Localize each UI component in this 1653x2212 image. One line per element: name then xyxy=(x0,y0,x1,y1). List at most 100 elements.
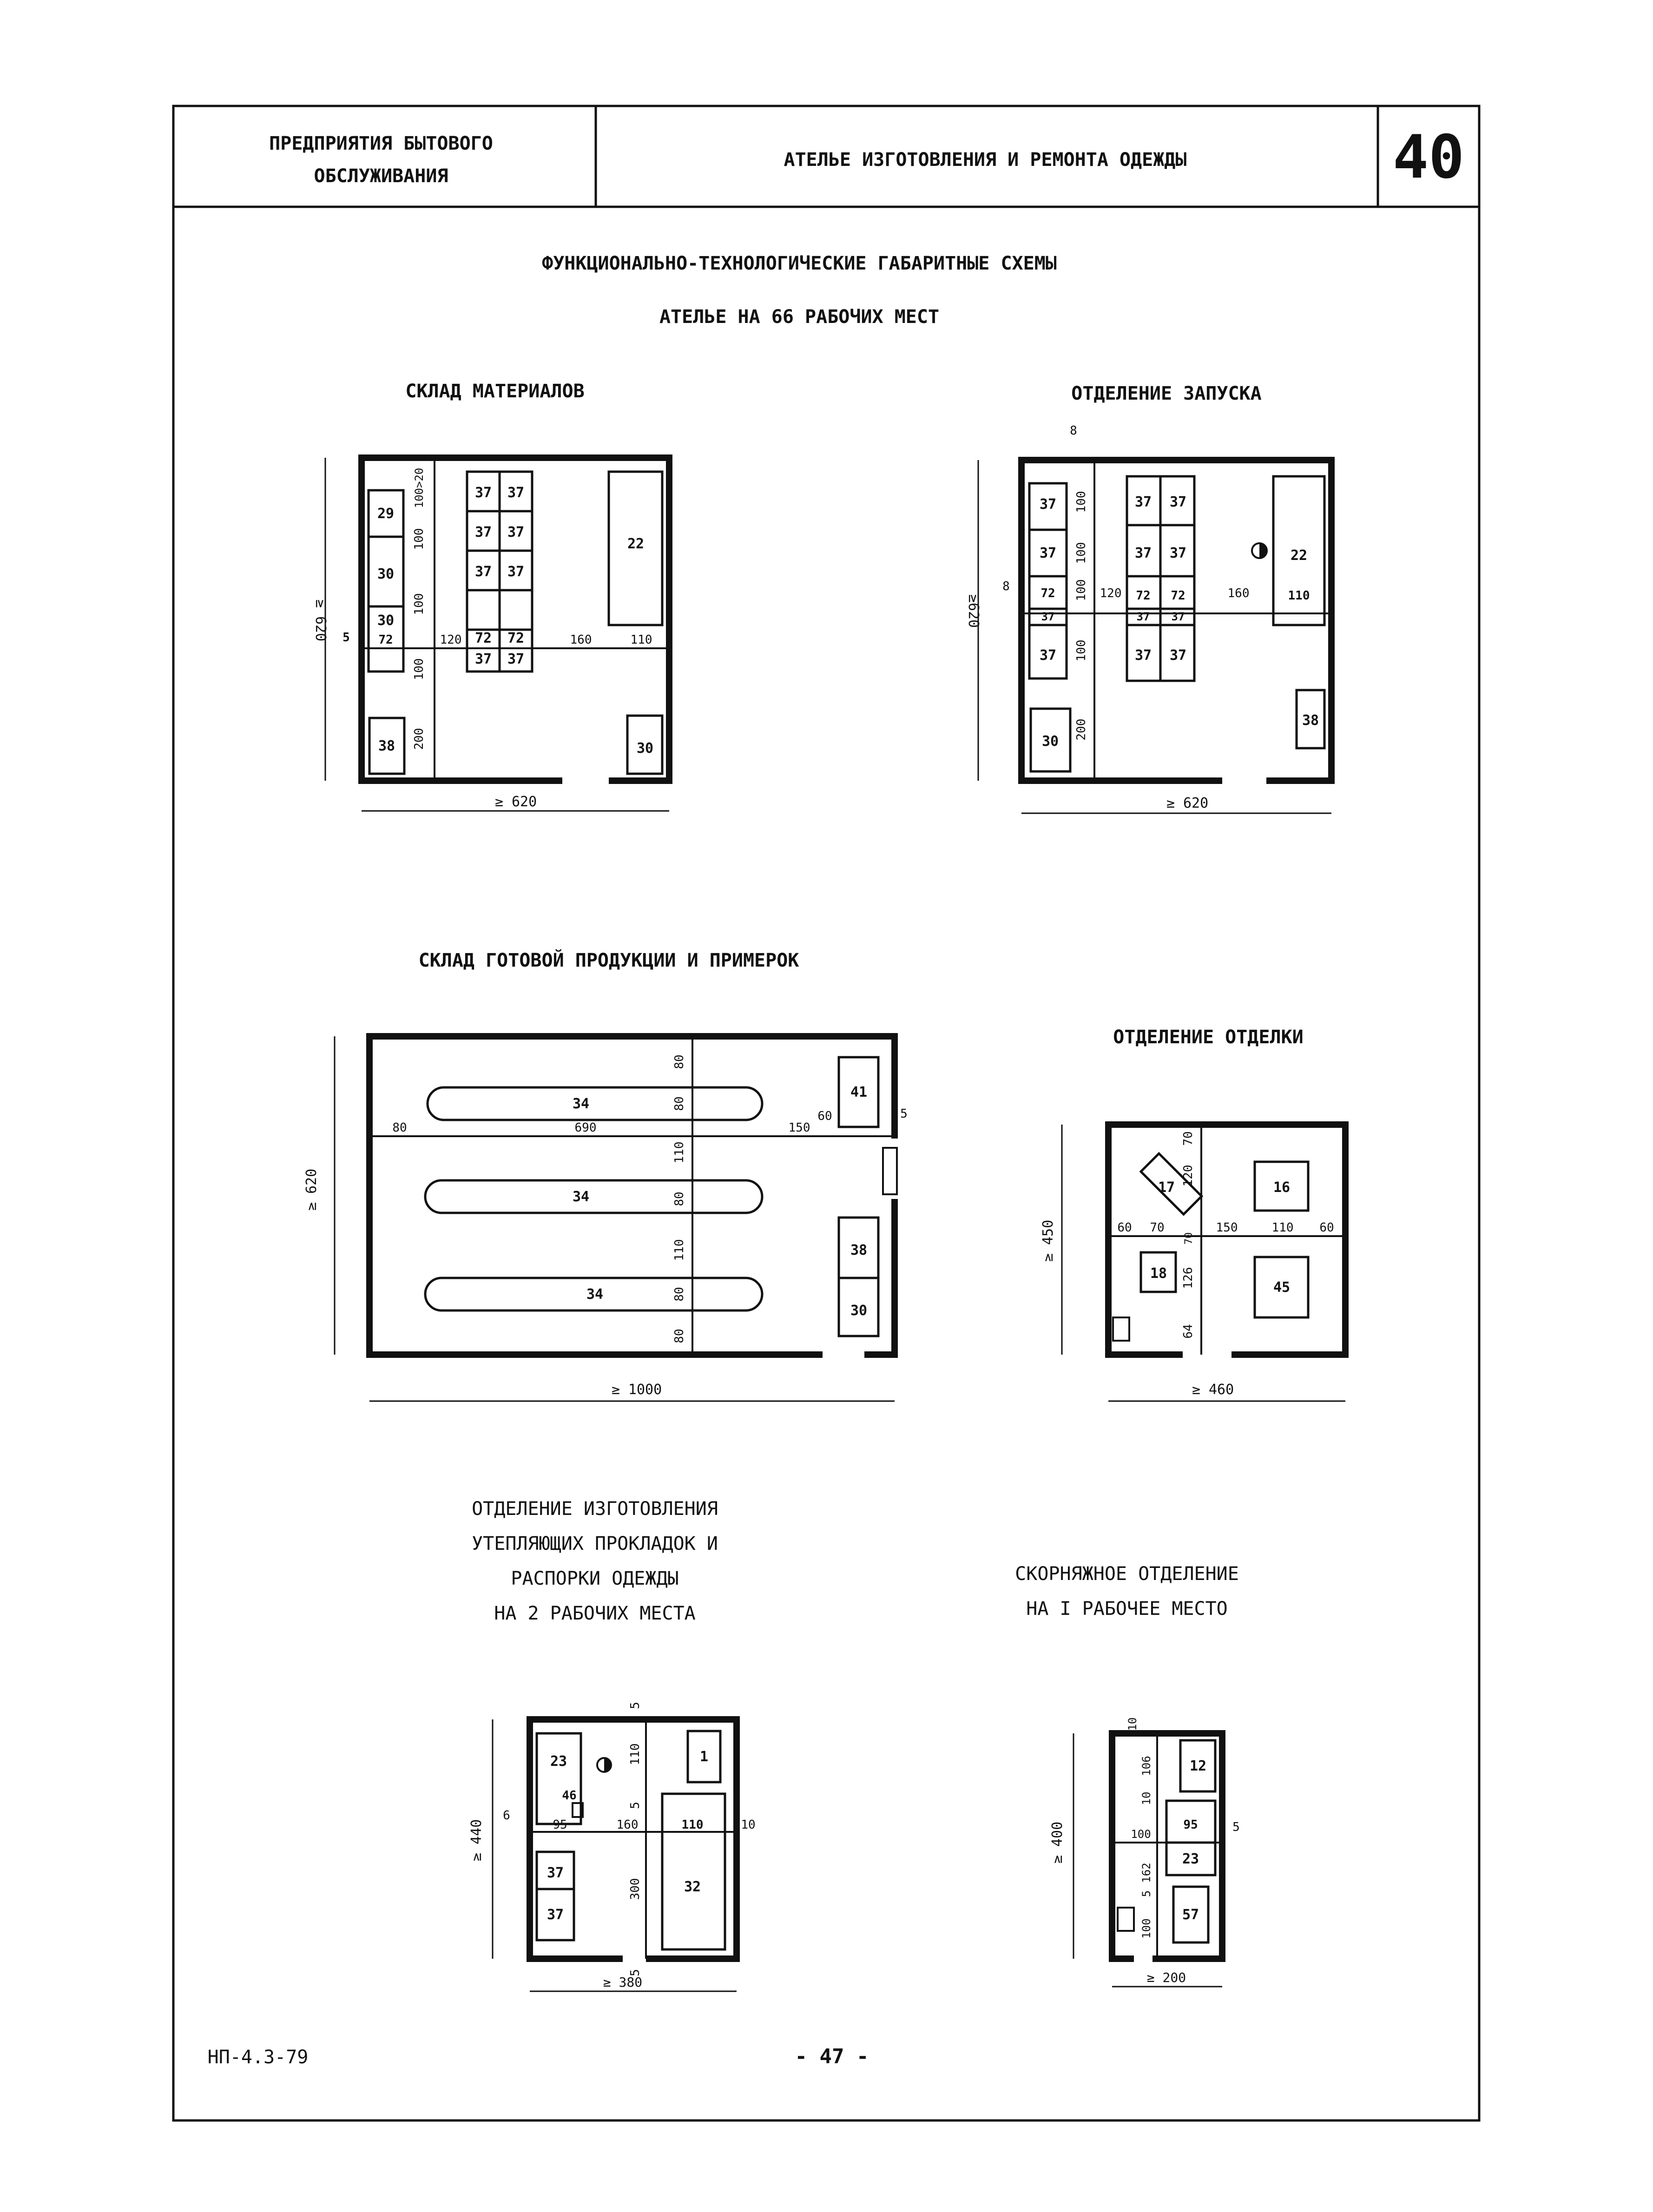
equip-12 xyxy=(1179,1739,1217,1793)
page-title-line-1: ФУНКЦИОНАЛЬНО-ТЕХНОЛОГИЧЕСКИЕ ГАБАРИТНЫЕ… xyxy=(542,253,1057,274)
fur-walls xyxy=(1109,1730,1225,1962)
svg-text:12: 12 xyxy=(1190,1758,1206,1774)
svg-text:23: 23 xyxy=(550,1753,567,1770)
finished-labels: 34 34 34 41 38 30 xyxy=(573,1084,867,1319)
svg-text:30: 30 xyxy=(637,740,653,757)
header-org-line-2: ОБСЛУЖИВАНИЯ xyxy=(314,165,448,187)
svg-text:37: 37 xyxy=(507,564,524,580)
svg-text:80: 80 xyxy=(672,1192,686,1206)
svg-text:72: 72 xyxy=(507,630,524,646)
svg-text:120: 120 xyxy=(440,633,462,647)
materials-rack-grid xyxy=(466,470,533,673)
svg-text:17: 17 xyxy=(1158,1179,1175,1196)
equip-38-launch xyxy=(1295,689,1326,750)
scheme-finishing: ОТДЕЛЕНИЕ ОТДЕЛКИ 17 16 18 45 60 70 150 … xyxy=(1040,1027,1349,1402)
svg-text:110: 110 xyxy=(628,1744,642,1765)
svg-text:8: 8 xyxy=(1070,424,1077,438)
finishing-dim-width: ≥ 460 xyxy=(1192,1382,1234,1398)
rail-34-a xyxy=(426,1086,764,1121)
launch-dimensions: 100 100 100 100 200 120 160 8 8 xyxy=(1002,424,1249,740)
document-code: НП-4.3-79 xyxy=(208,2047,309,2068)
padding-dim-width: ≥ 380 xyxy=(603,1975,642,1990)
svg-text:70: 70 xyxy=(1150,1221,1164,1235)
svg-text:10: 10 xyxy=(741,1818,755,1832)
fur-dimensions: 10 106 10 100 162 5 100 5 xyxy=(1126,1718,1240,1939)
svg-text:37: 37 xyxy=(547,1907,564,1923)
svg-text:18: 18 xyxy=(1150,1265,1167,1282)
svg-text:100>20: 100>20 xyxy=(413,468,426,508)
svg-text:5: 5 xyxy=(628,1802,642,1809)
launch-walls xyxy=(1018,457,1335,784)
launch-labels: 37 37 72 37 37 37 37 37 37 72 72 37 37 3… xyxy=(1040,494,1319,750)
svg-text:5: 5 xyxy=(1140,1890,1153,1897)
svg-text:38: 38 xyxy=(850,1242,867,1258)
svg-text:72: 72 xyxy=(1041,586,1055,600)
svg-text:37: 37 xyxy=(475,524,492,540)
svg-text:1: 1 xyxy=(700,1749,708,1765)
scheme-fur: СКОРНЯЖНОЕ ОТДЕЛЕНИЕ НА I РАБОЧЕЕ МЕСТО … xyxy=(1015,1563,1240,1988)
svg-text:150: 150 xyxy=(1216,1221,1238,1235)
padding-dimensions: 95 160 10 5 5 110 300 5 6 xyxy=(503,1702,755,1976)
svg-text:690: 690 xyxy=(575,1121,597,1135)
finishing-labels: 17 16 18 45 xyxy=(1150,1179,1290,1296)
svg-text:110: 110 xyxy=(1272,1221,1294,1235)
svg-text:32: 32 xyxy=(684,1879,701,1895)
svg-text:80: 80 xyxy=(392,1121,407,1135)
svg-text:37: 37 xyxy=(475,651,492,667)
fur-labels: 12 95 23 57 xyxy=(1182,1758,1206,1923)
equip-32 xyxy=(661,1792,726,1951)
svg-text:200: 200 xyxy=(1074,719,1088,741)
svg-text:100: 100 xyxy=(1074,491,1088,513)
header-org-line-1: ПРЕДПРИЯТИЯ БЫТОВОГО xyxy=(269,133,493,154)
scheme-finished-title: СКЛАД ГОТОВОЙ ПРОДУКЦИИ И ПРИМЕРОК xyxy=(419,949,799,971)
scheme-materials: СКЛАД МАТЕРИАЛОВ 29 30 30 38 37 37 xyxy=(312,381,672,812)
svg-text:37: 37 xyxy=(1135,647,1152,664)
svg-text:64: 64 xyxy=(1181,1324,1195,1338)
svg-text:160: 160 xyxy=(617,1818,639,1832)
svg-text:57: 57 xyxy=(1182,1907,1199,1923)
svg-text:80: 80 xyxy=(672,1329,686,1343)
page-number: - 47 - xyxy=(795,2045,869,2068)
equip-46 xyxy=(572,1802,584,1818)
equip-45 xyxy=(1253,1256,1310,1319)
svg-text:22: 22 xyxy=(627,536,644,552)
svg-text:10: 10 xyxy=(1140,1792,1153,1805)
svg-text:72: 72 xyxy=(378,633,393,647)
svg-text:37: 37 xyxy=(475,485,492,501)
svg-text:37: 37 xyxy=(507,524,524,540)
svg-text:10: 10 xyxy=(1126,1718,1139,1731)
svg-text:100: 100 xyxy=(1140,1918,1153,1938)
svg-text:НА 2 РАБОЧИХ МЕСТА: НА 2 РАБОЧИХ МЕСТА xyxy=(494,1603,695,1624)
svg-text:110: 110 xyxy=(672,1239,686,1261)
svg-text:72: 72 xyxy=(475,630,492,646)
equip-57 xyxy=(1172,1885,1210,1944)
svg-text:5: 5 xyxy=(900,1107,908,1121)
scheme-finished: СКЛАД ГОТОВОЙ ПРОДУКЦИИ И ПРИМЕРОК 34 34… xyxy=(303,949,908,1402)
svg-text:100: 100 xyxy=(1074,579,1088,601)
svg-text:37: 37 xyxy=(1170,647,1186,664)
svg-text:37: 37 xyxy=(1170,494,1186,510)
padding-dim-height: ≥ 440 xyxy=(468,1819,485,1861)
svg-text:80: 80 xyxy=(672,1096,686,1111)
materials-dimensions: 100 100 100 200 100>20 120 160 110 xyxy=(412,468,652,750)
svg-text:45: 45 xyxy=(1273,1279,1290,1296)
rail-34-b xyxy=(424,1179,764,1214)
equip-18 xyxy=(1139,1251,1177,1293)
svg-text:НА I РАБОЧЕЕ МЕСТО: НА I РАБОЧЕЕ МЕСТО xyxy=(1026,1598,1227,1620)
svg-text:37: 37 xyxy=(1040,496,1056,513)
svg-text:СКОРНЯЖНОЕ ОТДЕЛЕНИЕ: СКОРНЯЖНОЕ ОТДЕЛЕНИЕ xyxy=(1015,1563,1239,1585)
equip-37-padding-b xyxy=(535,1888,575,1942)
equip-41 xyxy=(837,1056,880,1128)
sink-icon-half xyxy=(1259,543,1267,558)
svg-text:110: 110 xyxy=(682,1818,704,1832)
fur-dim-height: ≥ 400 xyxy=(1049,1822,1066,1863)
svg-text:23: 23 xyxy=(1182,1851,1199,1867)
svg-text:100: 100 xyxy=(412,658,426,680)
scheme-launch: ОТДЕЛЕНИЕ ЗАПУСКА 37 37 72 37 xyxy=(965,383,1335,814)
svg-text:110: 110 xyxy=(631,633,652,647)
finished-walls xyxy=(366,1033,898,1358)
svg-text:95: 95 xyxy=(1183,1818,1198,1832)
sink-finishing-icon xyxy=(1112,1317,1130,1342)
svg-text:200: 200 xyxy=(412,728,426,750)
svg-text:100: 100 xyxy=(1074,640,1088,662)
